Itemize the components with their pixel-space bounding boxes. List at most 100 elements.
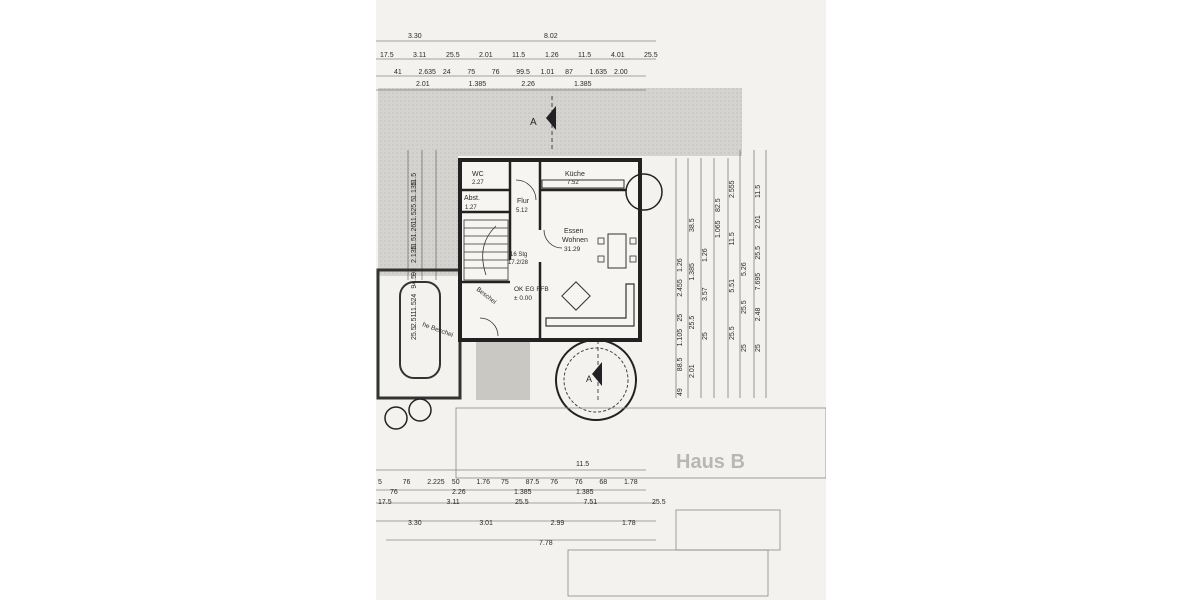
dimension-label: 25 <box>755 344 762 352</box>
terrain-left <box>378 156 458 276</box>
dimension-label: 1.385 <box>469 81 487 88</box>
dimension-label: 5.51 <box>729 279 736 293</box>
dimension-label: 11.5 <box>512 52 525 59</box>
room-kitchen-area: 7.52 <box>567 180 579 186</box>
dimension-label: 11.5 <box>729 232 736 245</box>
dimension-label: 76 <box>550 479 558 486</box>
dimension-label: 1.385 <box>514 489 532 496</box>
dimension-label: 7.51 <box>584 499 598 506</box>
dimension-label: 2.26 <box>452 489 466 496</box>
dimension-label: 11.5 <box>578 52 591 59</box>
dimension-label: 68 <box>599 479 607 486</box>
floor-plan-sheet: WC 2.27 Küche 7.52 Abst. 1.27 Flur 5.12 … <box>376 0 826 600</box>
dimension-label: 24 <box>443 69 451 76</box>
section-marker-bottom-icon <box>592 362 602 386</box>
room-hall-area: 5.12 <box>516 208 528 214</box>
door-swings <box>479 179 563 337</box>
house-label: Haus B <box>676 451 745 473</box>
dimension-label: 25.5 <box>689 316 696 330</box>
dimension-label: 1.26 <box>545 52 559 59</box>
terrain-top <box>378 88 742 156</box>
dimension-label: 25.5 <box>741 300 748 314</box>
room-storage-area: 1.27 <box>465 205 477 211</box>
dimension-label: 2.26 <box>521 81 535 88</box>
bottom-dimension-lines <box>376 469 656 541</box>
side-note-1: he Beschei <box>421 321 454 339</box>
dimension-label: 1.385 <box>689 263 696 281</box>
tree-large-icon <box>555 339 637 421</box>
dimension-label: 11.5 <box>411 301 418 314</box>
dimension-label: 38.5 <box>689 218 696 232</box>
dimension-label: 76 <box>403 479 411 486</box>
dimension-label: 75 <box>467 69 475 76</box>
dimension-label: 2.00 <box>614 69 628 76</box>
dimension-label: 3.57 <box>702 287 709 301</box>
dimension-label: 76 <box>390 489 398 496</box>
tree-right-icon <box>625 173 663 211</box>
dimension-label: 2.01 <box>689 364 696 378</box>
room-wc-label: WC <box>472 171 484 178</box>
section-mark-top: A <box>530 117 537 128</box>
dimension-label: 11.5 <box>411 173 418 186</box>
dimension-label: 50 <box>452 479 460 486</box>
title-block <box>455 407 826 597</box>
dimension-label: 75 <box>501 479 509 486</box>
dimension-label: 25 <box>677 314 684 322</box>
left-dimension-lines <box>407 150 437 280</box>
dimension-label: 25 <box>702 332 709 340</box>
interior-walls <box>462 162 626 338</box>
dimension-label: 1.01 <box>541 69 555 76</box>
dimension-label: 88.5 <box>677 357 684 371</box>
dimension-label: 25.5 <box>755 246 762 260</box>
dimension-label: 11.5 <box>755 185 762 198</box>
room-hall-label: Flur <box>517 198 530 205</box>
dimension-label: 2.01 <box>416 81 430 88</box>
dimension-label: 1.135 <box>411 181 418 199</box>
room-kitchen-label: Küche <box>565 171 585 178</box>
dimension-label: 25.5 <box>729 326 736 340</box>
dimension-label: 2.99 <box>551 520 565 527</box>
room-living-label-2: Wohnen <box>562 237 588 244</box>
kitchen-counter <box>541 179 625 189</box>
dimension-label: 25 <box>741 344 748 352</box>
dimension-label: 1.78 <box>622 520 636 527</box>
dimension-label: 25.5 <box>515 499 529 506</box>
dimension-label: 3.11 <box>447 499 460 506</box>
dimension-label: 1.78 <box>624 479 638 486</box>
dimension-label: 2.01 <box>755 215 762 229</box>
coffee-table <box>561 281 591 311</box>
dimension-label: 2.555 <box>729 180 736 198</box>
dimension-label: 2.135 <box>411 245 418 263</box>
dimension-label: 11.5 <box>576 461 589 468</box>
dimension-label: 41 <box>394 69 402 76</box>
right-dimension-lines <box>675 150 767 398</box>
dimension-label: 49 <box>677 388 684 396</box>
room-wc-area: 2.27 <box>472 180 484 186</box>
dimension-label: 2.455 <box>677 279 684 297</box>
dimension-label: 5.26 <box>741 262 748 276</box>
dimension-label: 1.385 <box>574 81 592 88</box>
dimension-label: 2.225 <box>427 479 445 486</box>
dimension-label: 76 <box>492 69 500 76</box>
staircase <box>463 219 509 281</box>
dimension-label: 95 <box>411 268 418 276</box>
dimension-label: 87.5 <box>526 479 540 486</box>
dimension-label: 1.065 <box>715 220 722 238</box>
level-label: OK EG FFB <box>514 286 549 293</box>
dimension-label: 3.11 <box>413 52 426 59</box>
dimension-label: 5 <box>378 479 382 486</box>
dimension-label: 3.30 <box>408 33 422 40</box>
dimension-label: 94.5 <box>411 275 418 289</box>
stairs-ratio: 17.2/28 <box>508 260 529 266</box>
section-marker-top-icon <box>546 106 556 130</box>
dimension-label: 25.5 <box>644 52 658 59</box>
dimension-label: 11.5 <box>411 237 418 250</box>
dimension-label: 2.51 <box>411 313 418 327</box>
dimension-label: 1.26 <box>411 224 418 238</box>
car-symbol <box>399 281 441 379</box>
room-living-label-1: Essen <box>564 228 584 235</box>
top-dimension-lines <box>376 40 656 91</box>
dimension-label: 4.01 <box>611 52 625 59</box>
